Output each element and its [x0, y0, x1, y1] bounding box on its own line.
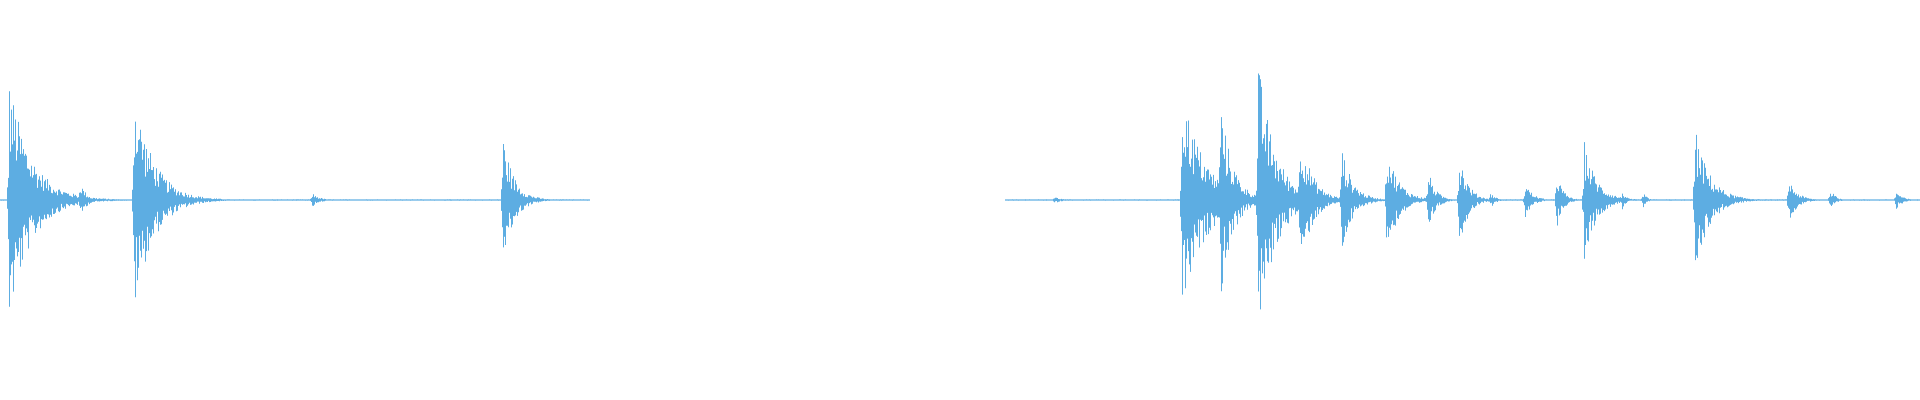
waveform-bars: [0, 73, 1920, 310]
waveform-path: [0, 73, 1920, 310]
